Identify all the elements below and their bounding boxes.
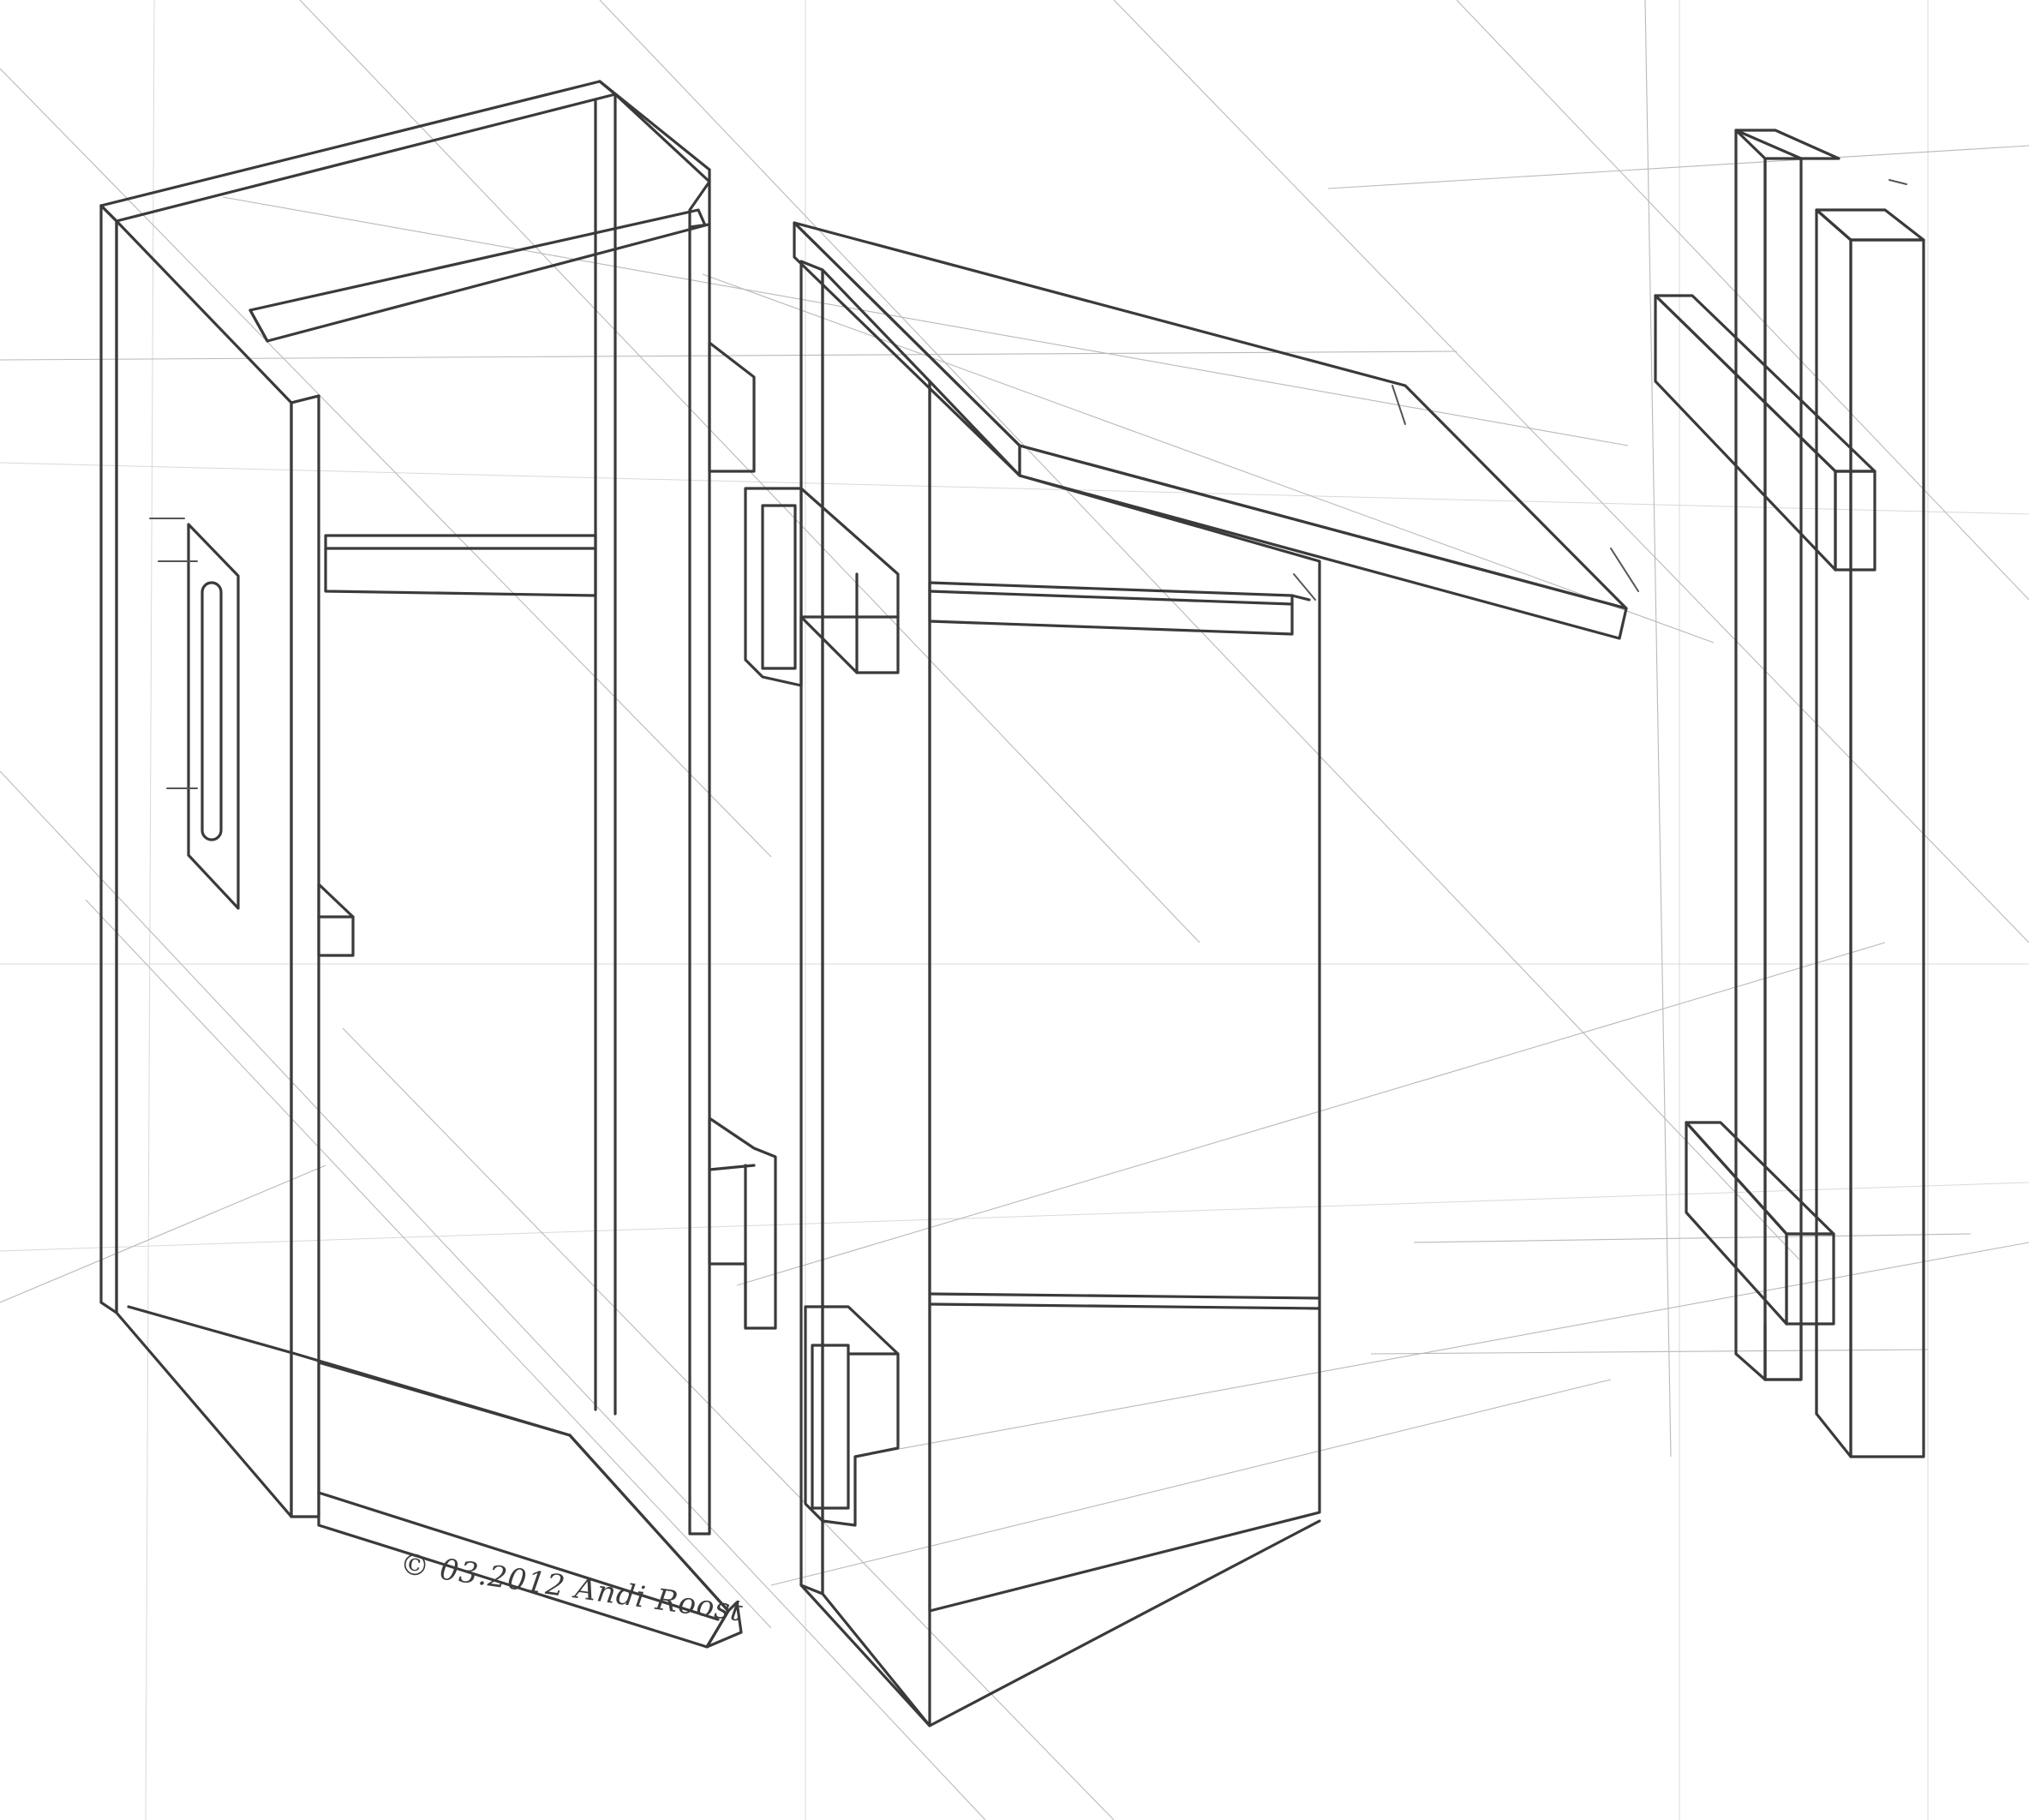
cabinet-front-post xyxy=(290,394,320,1518)
cabinet-frame-left xyxy=(99,80,743,1649)
cabinet-side-handle-plate xyxy=(187,523,240,910)
cabinet-side-handle-slot xyxy=(201,581,223,841)
joint-block-lower-b xyxy=(804,1305,900,1527)
joint-block-upper-b xyxy=(744,487,900,687)
roof-plate xyxy=(793,221,1628,610)
joint-block-upper-a xyxy=(708,341,756,473)
joint-block-lower-a xyxy=(708,1117,777,1330)
cabinet-top-front-beam xyxy=(248,208,707,343)
roof-and-wall-assembly-center xyxy=(708,221,1628,1727)
tick-marks xyxy=(149,179,1907,789)
wall-top-rail xyxy=(928,581,1294,636)
right-frame-post-left xyxy=(1734,129,1840,160)
wall-face xyxy=(928,380,1321,1613)
cross-brace-frame-right xyxy=(1654,129,1925,1458)
cabinet-middle-rail xyxy=(324,534,597,597)
cabinet-side-panel xyxy=(99,204,118,1314)
cabinet-rear-post xyxy=(688,180,711,1536)
right-frame-lower-crossbeam xyxy=(1685,1121,1835,1236)
